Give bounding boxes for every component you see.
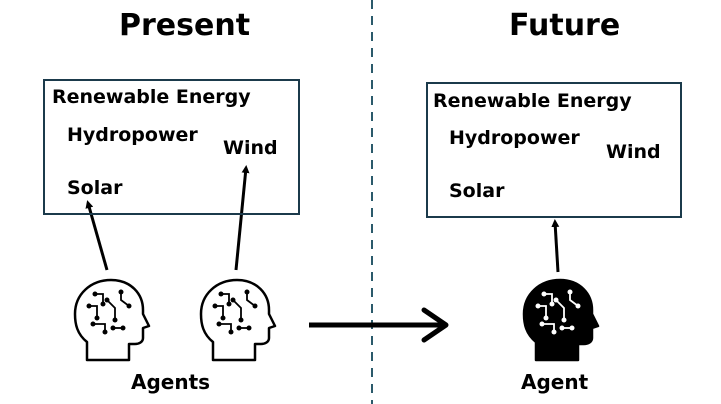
future-caption: Agent — [521, 370, 589, 394]
present-caption: Agents — [131, 370, 211, 394]
present-heading: Present — [119, 8, 251, 43]
future-item-solar: Solar — [449, 180, 505, 202]
brain-head-outline-icon — [73, 278, 151, 362]
future-heading: Future — [509, 8, 621, 43]
present-energy-box: Renewable Energy Hydropower Wind Solar — [43, 79, 300, 215]
future-item-hydropower: Hydropower — [449, 127, 580, 149]
brain-head-outline-icon — [199, 278, 277, 362]
present-item-hydropower: Hydropower — [67, 124, 198, 146]
present-item-solar: Solar — [67, 177, 123, 199]
present-box-title: Renewable Energy — [52, 86, 251, 108]
present-item-wind: Wind — [223, 137, 278, 159]
future-item-wind: Wind — [606, 141, 661, 163]
agent2-to-wind-arrow — [234, 165, 250, 271]
brain-head-filled-icon — [522, 278, 600, 362]
future-box-title: Renewable Energy — [433, 90, 632, 112]
future-energy-box: Renewable Energy Hydropower Wind Solar — [426, 82, 682, 218]
future-agent-arrow — [551, 219, 560, 273]
transition-arrow — [309, 307, 449, 343]
